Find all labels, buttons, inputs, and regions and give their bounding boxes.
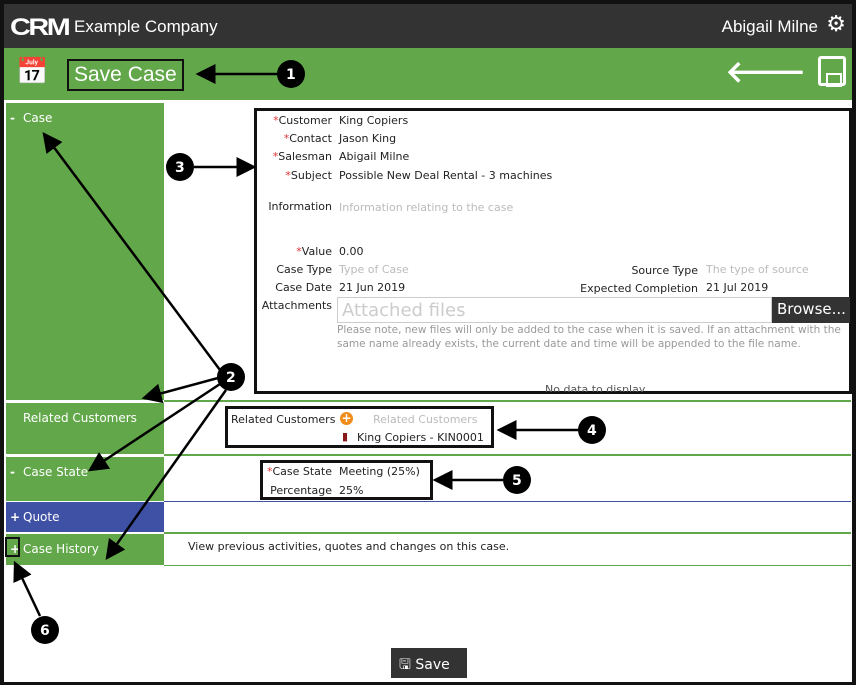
- value-label: *Value: [296, 245, 332, 258]
- subject-label: *Subject: [285, 169, 332, 182]
- salesman-field[interactable]: Abigail Milne: [339, 150, 410, 163]
- divider: [164, 400, 851, 402]
- annotation-arrow: [105, 389, 228, 561]
- annotation-arrow: [87, 382, 221, 472]
- subject-field[interactable]: Possible New Deal Rental - 3 machines: [339, 169, 553, 182]
- contact-label: *Contact: [283, 132, 332, 145]
- collapse-icon: -: [10, 111, 15, 125]
- divider: [164, 454, 851, 456]
- divider: [164, 565, 851, 566]
- section-case[interactable]: -Case: [6, 103, 164, 400]
- information-label: Information: [268, 200, 332, 213]
- gear-icon[interactable]: ⚙: [826, 12, 846, 37]
- case-state-field[interactable]: Meeting (25%): [339, 465, 420, 478]
- annotation-3: 3: [175, 160, 185, 176]
- case-state-highlight: [260, 460, 433, 500]
- crm-logo[interactable]: CRM: [10, 14, 71, 41]
- annotation-arrow: [13, 560, 42, 617]
- calendar-icon[interactable]: 📅: [16, 57, 49, 87]
- case-type-field[interactable]: Type of Case: [339, 263, 409, 276]
- percentage-label: Percentage: [270, 484, 332, 497]
- case-date-label: Case Date: [275, 281, 332, 294]
- company-name: Example Company: [74, 17, 218, 36]
- source-type-field[interactable]: The type of source: [706, 263, 809, 276]
- add-icon[interactable]: +: [340, 411, 353, 425]
- annotation-4: 4: [587, 423, 597, 439]
- section-case-history[interactable]: +Case History: [6, 534, 164, 565]
- section-label: Case State: [23, 465, 88, 479]
- customer-label: *Customer: [273, 114, 332, 127]
- source-type-label: Source Type: [631, 264, 698, 277]
- divider: [164, 501, 851, 502]
- customer-field[interactable]: King Copiers: [339, 114, 409, 127]
- expand-icon[interactable]: +: [10, 542, 21, 556]
- no-data-text: No data to display: [545, 383, 646, 392]
- related-customers-label: Related Customers: [231, 413, 336, 426]
- case-form-highlight: [254, 108, 852, 394]
- collapse-icon: -: [10, 465, 15, 479]
- expected-completion-label: Expected Completion: [580, 282, 698, 295]
- annotation-arrow: [141, 376, 219, 404]
- section-label: Case: [23, 111, 53, 125]
- section-label: Case History: [23, 542, 99, 556]
- contact-field[interactable]: Jason King: [339, 132, 397, 145]
- case-type-label: Case Type: [276, 263, 332, 276]
- save-icon[interactable]: [818, 56, 846, 87]
- attachments-note: Please note, new files will only be adde…: [337, 324, 841, 350]
- annotation-arrow: [42, 131, 222, 371]
- section-label: Related Customers: [23, 411, 137, 425]
- section-quote[interactable]: +Quote: [6, 502, 164, 532]
- top-bar: CRM Example Company Abigail Milne ⚙: [4, 4, 852, 48]
- section-related-customers[interactable]: Related Customers: [6, 403, 164, 454]
- annotation-5: 5: [512, 473, 522, 489]
- attachments-input[interactable]: Attached files: [337, 297, 772, 323]
- related-customer-item[interactable]: King Copiers - KIN0001: [357, 431, 484, 444]
- case-history-description: View previous activities, quotes and cha…: [188, 540, 510, 553]
- user-name[interactable]: Abigail Milne: [721, 17, 818, 36]
- attachments-label: Attachments: [261, 299, 332, 312]
- case-date-field[interactable]: 21 Jun 2019: [339, 281, 406, 294]
- page-title: Save Case: [67, 59, 184, 91]
- related-customers-highlight: [225, 406, 494, 448]
- expand-highlight: [5, 537, 20, 557]
- related-customers-input[interactable]: Related Customers: [373, 413, 478, 426]
- salesman-label: *Salesman: [272, 150, 332, 163]
- value-field[interactable]: 0.00: [339, 245, 364, 258]
- expected-completion-field[interactable]: 21 Jul 2019: [706, 281, 769, 294]
- section-label: Quote: [23, 510, 60, 524]
- percentage-field: 25%: [339, 484, 364, 497]
- section-case-state[interactable]: -Case State: [6, 457, 164, 501]
- save-icon: 🖫: [399, 657, 411, 673]
- divider: [164, 532, 851, 534]
- case-state-label: *Case State: [266, 465, 332, 478]
- annotation-1: 1: [286, 67, 296, 83]
- annotation-6: 6: [40, 623, 50, 639]
- back-arrow-icon[interactable]: 🡐: [725, 55, 806, 90]
- browse-button[interactable]: Browse...: [772, 297, 850, 323]
- toolbar: 📅 Save Case 🡐: [4, 48, 852, 100]
- building-icon: ▮: [342, 430, 349, 443]
- save-button[interactable]: 🖫 Save: [391, 648, 467, 678]
- annotation-2: 2: [226, 370, 236, 386]
- information-field[interactable]: Information relating to the case: [339, 201, 514, 214]
- expand-icon: +: [10, 510, 21, 524]
